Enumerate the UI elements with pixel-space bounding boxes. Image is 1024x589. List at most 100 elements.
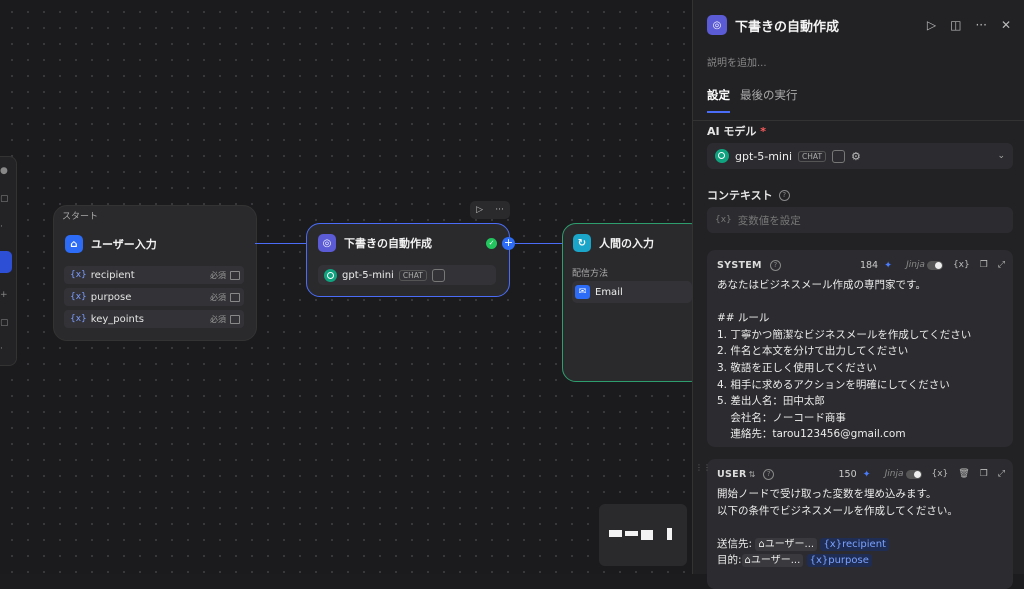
description-input[interactable]: 説明を追加... (707, 58, 767, 69)
prompt-line (717, 294, 1003, 311)
char-count: 184 (859, 259, 879, 271)
copy-icon[interactable]: ❐ (979, 260, 988, 270)
type-icon: t (230, 292, 240, 302)
panel-title: ◎ 下書きの自動作成 (707, 15, 839, 35)
chat-badge: CHAT (798, 150, 827, 162)
system-prompt-box[interactable]: SYSTEM ? 184 ✦ Jinja {x} ❐ ⤢ あなたはビジネスメール… (707, 250, 1013, 447)
layout-icon[interactable]: + (0, 290, 8, 300)
run-icon[interactable]: ▷ (926, 18, 937, 32)
prompt-line: 5. 差出人名：田中太郎 (717, 395, 825, 408)
node-settings-panel: ◎ 下書きの自動作成 ▷ ◫ ··· ✕ 説明を追加... 設定 最後の実行 A… (692, 0, 1024, 589)
human-node-title-text: 人間の入力 (599, 237, 654, 250)
expand-icon[interactable]: ⤢ (997, 260, 1005, 270)
delivery-method-text: Email (595, 286, 623, 298)
help-icon[interactable]: ? (763, 468, 775, 480)
ref-label: 目的: (717, 554, 742, 567)
more-icon[interactable]: · (0, 344, 3, 354)
jinja-toggle[interactable] (926, 260, 943, 270)
minimap[interactable] (599, 504, 687, 566)
node-ref-text: ユーザー... (750, 555, 801, 567)
var-ref-chip[interactable]: {x}purpose (806, 554, 872, 568)
variable-icon: {x} (70, 314, 87, 324)
panel-title-text[interactable]: 下書きの自動作成 (735, 19, 840, 35)
divider (693, 120, 1024, 121)
pointer-icon[interactable]: · (0, 222, 3, 232)
role-switch-icon[interactable]: ⇅ (748, 469, 756, 479)
vision-icon (832, 149, 846, 163)
start-var-row[interactable]: {x} key_points 必須 t (64, 310, 244, 328)
jinja-label: Jinja (884, 469, 904, 479)
user-prompt-text[interactable]: 開始ノードで受け取った変数を埋め込みます。以下の条件でビジネスメールを作成してく… (717, 486, 1003, 569)
prompt-line: 3. 敬語を正しく使用してください (717, 361, 877, 374)
close-icon[interactable]: ✕ (1000, 18, 1011, 32)
var-name: purpose (90, 291, 132, 303)
llm-icon: ◎ (318, 234, 336, 252)
delete-icon[interactable]: 🗑 (958, 469, 970, 479)
context-label: コンテキスト ? (707, 187, 790, 203)
context-variable-input[interactable]: {x} 変数値を設定 (707, 207, 1013, 233)
success-check-icon: ✓ (486, 238, 497, 249)
node-ref-chip[interactable]: ⌂ユーザー... (755, 537, 818, 551)
start-node-title-text: ユーザー入力 (91, 238, 157, 251)
insert-variable-icon[interactable]: {x} (952, 260, 970, 270)
prompt-line: ## ルール (717, 312, 770, 325)
help-icon[interactable]: ? (778, 189, 790, 201)
model-params-icon[interactable]: ⚙ (851, 149, 861, 163)
start-var-row[interactable]: {x} recipient 必須 t (64, 266, 244, 284)
zoom-icon[interactable]: ● (0, 166, 8, 176)
ai-model-label: AI モデル * (707, 123, 766, 139)
prompt-line: 1. 丁寧かつ簡潔なビジネスメールを作成してください (717, 328, 972, 341)
run-node-icon[interactable]: ▷ (476, 205, 484, 215)
chat-badge: CHAT (398, 269, 427, 281)
edge-start-to-llm (255, 243, 307, 244)
minimap-node (667, 528, 672, 540)
human-input-node[interactable]: ↻ 人間の入力 配信方法 ✉ Email (562, 223, 704, 382)
prompt-line: 開始ノードで受け取った変数を埋め込みます。 (717, 488, 937, 500)
more-options-icon[interactable]: ··· (495, 205, 504, 215)
copy-icon[interactable]: ❐ (979, 469, 988, 479)
hand-tool-icon[interactable] (0, 251, 12, 273)
user-prompt-box[interactable]: USER ⇅ ? 150 ✦ Jinja {x} 🗑 ❐ ⤢ 開始ノードで受け取… (707, 459, 1013, 589)
comment-icon[interactable]: ▢ (0, 194, 9, 204)
model-selector[interactable]: gpt-5-mini CHAT ⚙ ⌄ (707, 143, 1013, 169)
expand-icon[interactable]: ⤢ (997, 469, 1005, 479)
node-ref-text: ユーザー... (764, 538, 815, 550)
role-label: SYSTEM (717, 259, 762, 271)
node-toolbar: ▷ ··· (470, 201, 510, 219)
required-badge: 必須 (210, 292, 226, 302)
delivery-method-chip: ✉ Email (572, 281, 692, 303)
system-prompt-header: SYSTEM ? 184 ✦ Jinja {x} ❐ ⤢ (717, 258, 1005, 272)
var-name: key_points (90, 313, 144, 325)
llm-node[interactable]: ◎ 下書きの自動作成 ✓ gpt-5-mini CHAT (306, 223, 510, 297)
jinja-toggle[interactable] (905, 469, 922, 479)
tab-last-run[interactable]: 最後の実行 (740, 88, 798, 102)
help-icon[interactable]: ? (769, 259, 781, 271)
minimap-node (609, 530, 622, 537)
more-icon[interactable]: ··· (975, 18, 987, 32)
var-ref-chip[interactable]: {x}recipient (820, 537, 889, 551)
start-node-label: スタート (62, 212, 99, 222)
mail-icon: ✉ (575, 285, 590, 299)
prompt-line (717, 519, 1003, 536)
role-label: USER (717, 468, 747, 480)
start-var-row[interactable]: {x} purpose 必須 t (64, 288, 244, 306)
ref-label: 送信先: (717, 537, 753, 550)
var-ref-text: purpose (828, 555, 869, 567)
context-placeholder: 変数値を設定 (737, 214, 801, 227)
tab-settings[interactable]: 設定 (707, 87, 730, 113)
split-view-icon[interactable]: ◫ (950, 18, 962, 32)
add-node-icon[interactable]: + (502, 236, 515, 250)
ai-generate-icon[interactable]: ✦ (884, 259, 893, 271)
node-ref-chip[interactable]: ⌂ユーザー... (741, 554, 804, 568)
insert-variable-icon[interactable]: {x} (931, 469, 949, 479)
minimap-node (641, 530, 653, 540)
model-name: gpt-5-mini (342, 269, 394, 281)
required-badge: 必須 (210, 314, 226, 324)
ai-generate-icon[interactable]: ✦ (862, 468, 871, 480)
start-node[interactable]: スタート ⌂ ユーザー入力 {x} recipient 必須 t {x} pur… (53, 205, 257, 341)
export-icon[interactable]: ▢ (0, 318, 9, 328)
openai-icon (324, 268, 337, 282)
char-count: 150 (838, 468, 857, 480)
drag-handle-icon[interactable]: ⋮⋮ (695, 463, 711, 472)
